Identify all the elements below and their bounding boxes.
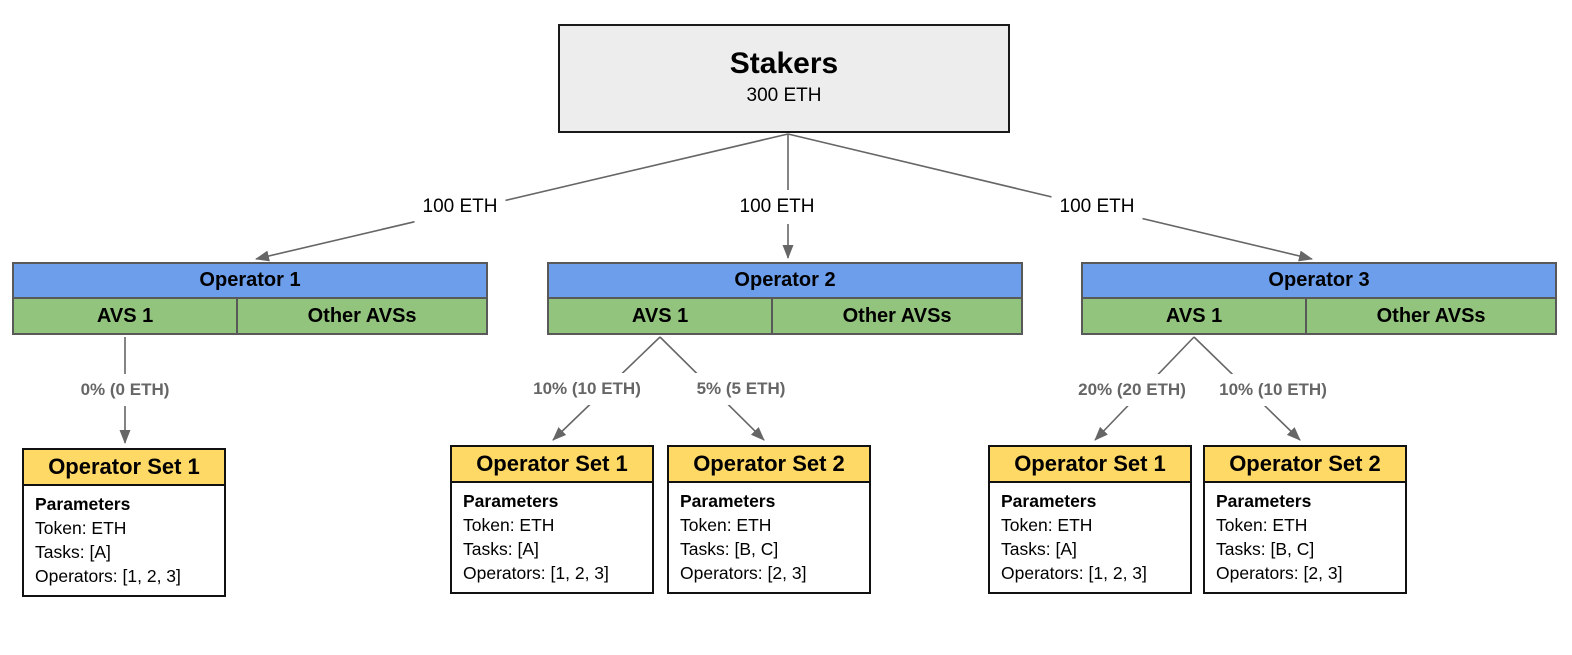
stake-amount-label-2: 100 ETH — [731, 190, 823, 224]
stake-amount-label-3: 100 ETH — [1051, 190, 1143, 224]
params-heading: Parameters — [463, 491, 559, 511]
operator3-set1-node: Operator Set 1 Parameters Token: ETH Tas… — [988, 445, 1192, 594]
operator2-set2-title: Operator Set 2 — [669, 447, 869, 483]
operator-2-title: Operator 2 — [549, 264, 1021, 297]
allocation-label-op3-set2: 10% (10 ETH) — [1211, 374, 1335, 406]
param-operators: Operators: [2, 3] — [1216, 563, 1343, 583]
operator-2-avs1-cell: AVS 1 — [549, 299, 774, 333]
stakers-title: Stakers — [729, 47, 839, 80]
operator2-set2-params: Parameters Token: ETH Tasks: [B, C] Oper… — [669, 483, 869, 592]
operator3-set2-title: Operator Set 2 — [1205, 447, 1405, 483]
edge-stakers-operator3 — [787, 133, 1313, 262]
allocation-label-op3-set1: 20% (20 ETH) — [1070, 374, 1194, 406]
param-token: Token: ETH — [463, 515, 555, 535]
operator-3-node: Operator 3 AVS 1 Other AVSs — [1081, 262, 1557, 335]
operator-3-avs-row: AVS 1 Other AVSs — [1083, 297, 1555, 333]
operator2-set1-node: Operator Set 1 Parameters Token: ETH Tas… — [450, 445, 654, 594]
operator3-set2-node: Operator Set 2 Parameters Token: ETH Tas… — [1203, 445, 1407, 594]
operator1-set1-node: Operator Set 1 Parameters Token: ETH Tas… — [22, 448, 226, 597]
param-operators: Operators: [1, 2, 3] — [35, 566, 181, 586]
operator-1-other-avs-cell: Other AVSs — [238, 299, 486, 333]
param-operators: Operators: [1, 2, 3] — [463, 563, 609, 583]
param-tasks: Tasks: [B, C] — [680, 539, 779, 559]
operator-3-avs1-cell: AVS 1 — [1083, 299, 1308, 333]
params-heading: Parameters — [1216, 491, 1312, 511]
operator2-set1-title: Operator Set 1 — [452, 447, 652, 483]
params-heading: Parameters — [1001, 491, 1097, 511]
operator-3-other-avs-cell: Other AVSs — [1307, 299, 1555, 333]
param-tasks: Tasks: [A] — [35, 542, 111, 562]
operator-3-title: Operator 3 — [1083, 264, 1555, 297]
params-heading: Parameters — [35, 494, 131, 514]
stakers-amount: 300 ETH — [746, 85, 822, 106]
operator2-set2-node: Operator Set 2 Parameters Token: ETH Tas… — [667, 445, 871, 594]
param-operators: Operators: [2, 3] — [680, 563, 807, 583]
operator-2-other-avs-cell: Other AVSs — [773, 299, 1021, 333]
param-token: Token: ETH — [1216, 515, 1308, 535]
operator-1-node: Operator 1 AVS 1 Other AVSs — [12, 262, 488, 335]
allocation-label-op2-set2: 5% (5 ETH) — [688, 373, 794, 405]
edge-stakers-operator1 — [255, 133, 789, 262]
allocation-label-op2-set1: 10% (10 ETH) — [525, 373, 649, 405]
operator3-set2-params: Parameters Token: ETH Tasks: [B, C] Oper… — [1205, 483, 1405, 592]
operator1-set1-title: Operator Set 1 — [24, 450, 224, 486]
param-operators: Operators: [1, 2, 3] — [1001, 563, 1147, 583]
params-heading: Parameters — [680, 491, 776, 511]
operator1-set1-params: Parameters Token: ETH Tasks: [A] Operato… — [24, 486, 224, 595]
operator-1-avs-row: AVS 1 Other AVSs — [14, 297, 486, 333]
stake-amount-label-1: 100 ETH — [414, 190, 506, 224]
param-token: Token: ETH — [35, 518, 127, 538]
param-token: Token: ETH — [680, 515, 772, 535]
operator-1-avs1-cell: AVS 1 — [14, 299, 239, 333]
operator2-set1-params: Parameters Token: ETH Tasks: [A] Operato… — [452, 483, 652, 592]
param-tasks: Tasks: [A] — [463, 539, 539, 559]
operator-1-title: Operator 1 — [14, 264, 486, 297]
stakers-node: Stakers 300 ETH — [558, 24, 1010, 133]
allocation-label-op1-set1: 0% (0 ETH) — [72, 374, 178, 406]
operator-2-avs-row: AVS 1 Other AVSs — [549, 297, 1021, 333]
param-tasks: Tasks: [B, C] — [1216, 539, 1315, 559]
operator3-set1-params: Parameters Token: ETH Tasks: [A] Operato… — [990, 483, 1190, 592]
operator3-set1-title: Operator Set 1 — [990, 447, 1190, 483]
param-tasks: Tasks: [A] — [1001, 539, 1077, 559]
operator-2-node: Operator 2 AVS 1 Other AVSs — [547, 262, 1023, 335]
param-token: Token: ETH — [1001, 515, 1093, 535]
